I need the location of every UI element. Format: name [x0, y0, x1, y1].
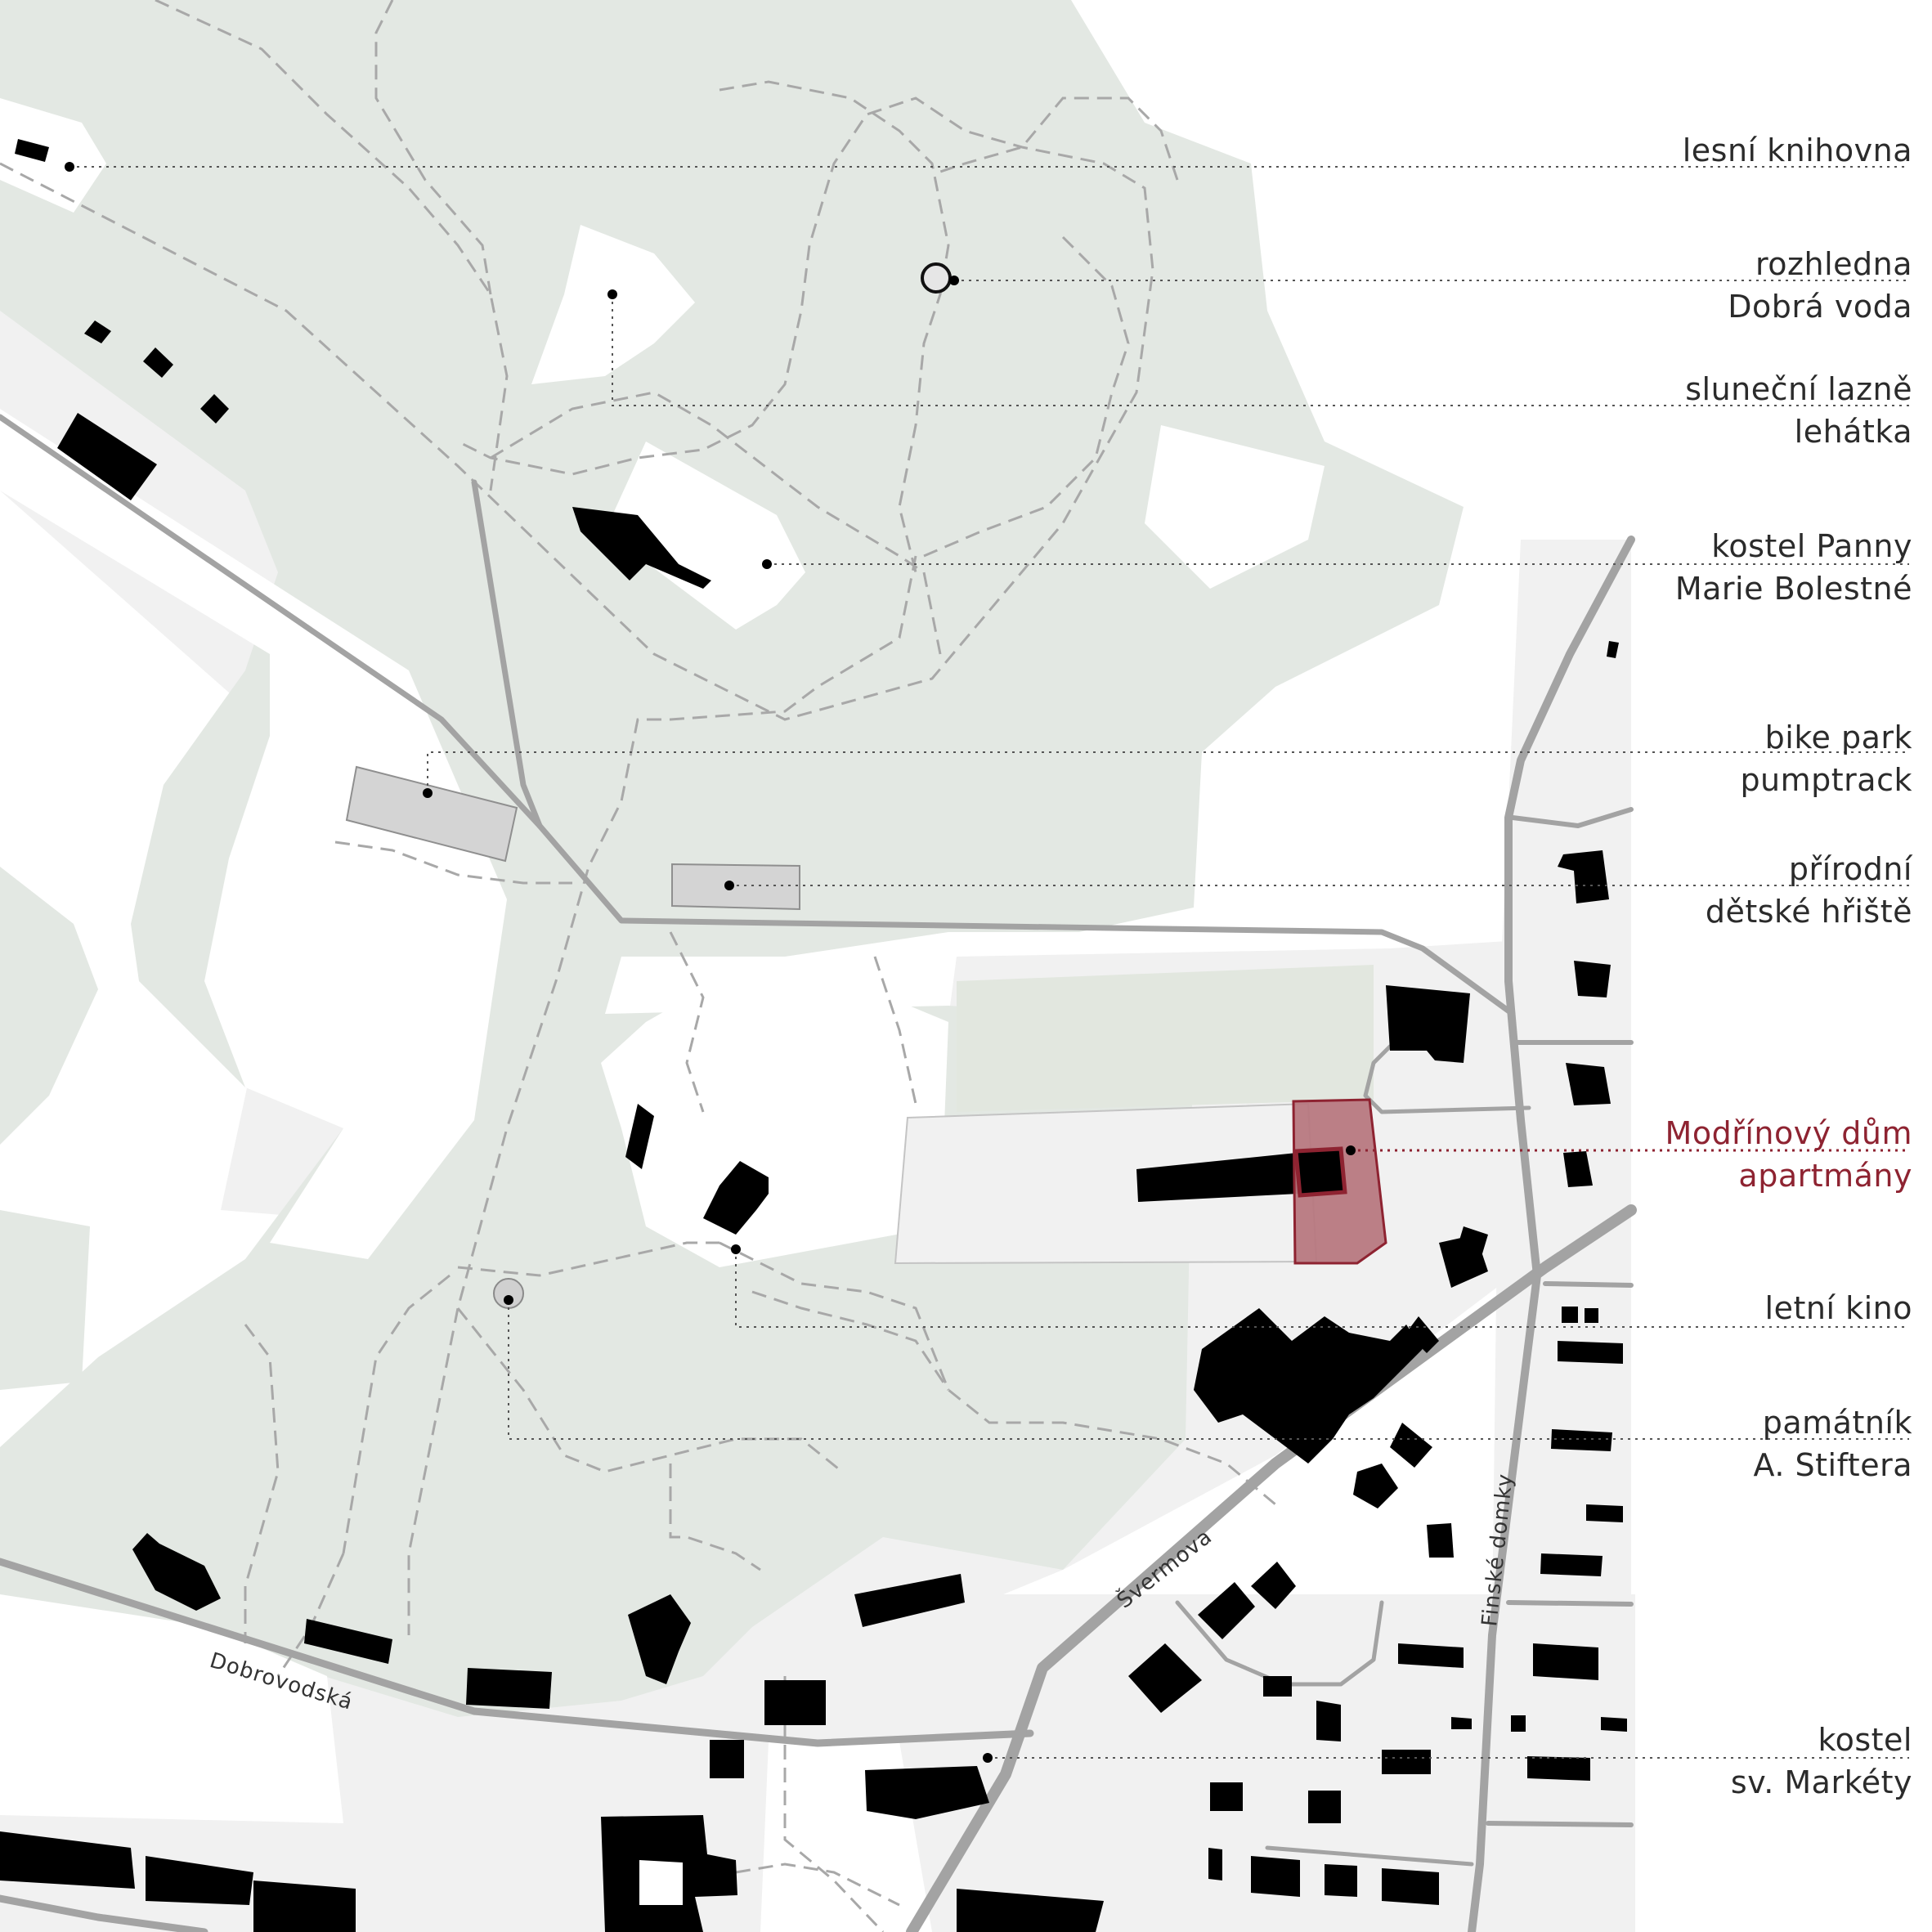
label-pamatnik: památník A. Stiftera	[1754, 1401, 1912, 1486]
label-line: sv. Markéty	[1730, 1764, 1912, 1800]
label-line: letní kino	[1764, 1290, 1912, 1326]
road-east-branch-3	[1543, 1281, 1634, 1288]
label-slunecni-lazne: sluneční lazně lehátka	[1685, 368, 1912, 453]
road-east-branch-5	[1486, 1821, 1634, 1827]
leader-lines	[69, 166, 1909, 1759]
forest-paths	[0, 0, 1276, 1932]
label-line: Modřínový dům	[1665, 1115, 1912, 1151]
label-line: přírodní	[1788, 851, 1912, 887]
road-finske-domky	[1468, 536, 1635, 1932]
label-line: rozhledna	[1755, 246, 1912, 282]
clearing-center	[601, 981, 948, 1267]
label-kostel-panny-marie: kostel Panny Marie Bolestné	[1675, 525, 1912, 610]
clearing-north-1	[0, 98, 106, 213]
road-plot-access	[1363, 1044, 1531, 1114]
playground-area	[671, 863, 800, 911]
road-east-branch-4	[1506, 1600, 1634, 1607]
road-bottom	[1265, 1845, 1474, 1867]
label-kostel-sv-markety: kostel sv. Markéty	[1731, 1719, 1912, 1804]
label-line: sluneční lazně	[1685, 371, 1912, 407]
label-line: A. Stiftera	[1753, 1447, 1912, 1483]
leader-dots	[65, 162, 1356, 1763]
clearing-far-east	[1145, 425, 1325, 589]
label-line: dětské hřiště	[1705, 894, 1912, 930]
label-line: Marie Bolestné	[1674, 571, 1912, 607]
label-line: lesní knihovna	[1682, 132, 1912, 168]
bike-park-area	[345, 765, 518, 863]
forest-west-patch	[0, 867, 98, 1145]
label-line: bike park	[1764, 719, 1912, 755]
label-line: Dobrá voda	[1728, 289, 1912, 325]
road-dobrovodska	[0, 1558, 1034, 1747]
roads	[0, 414, 1637, 1932]
facility-areas	[345, 765, 800, 911]
road-diagonal-north	[0, 414, 1516, 1017]
clearing-north-2	[531, 225, 695, 384]
buildings	[0, 139, 1627, 1932]
label-line: lehátka	[1794, 414, 1912, 450]
road-forest-north-south	[471, 479, 543, 829]
road-loop-south	[1175, 1600, 1384, 1687]
clearings	[0, 98, 1325, 1932]
forest-west-patch-2	[0, 1210, 90, 1390]
label-line: kostel	[1818, 1722, 1912, 1758]
road-east-branch-1	[1510, 807, 1634, 828]
forest-areas	[0, 0, 1464, 1717]
clearing-church	[605, 442, 805, 630]
label-rozhledna: rozhledna Dobrá voda	[1728, 243, 1912, 328]
label-line: pumptrack	[1740, 762, 1912, 798]
clearing-south-west	[0, 1594, 343, 1823]
label-letni-kino: letní kino	[1765, 1287, 1912, 1329]
label-line: památník	[1762, 1405, 1912, 1441]
label-prirodni-hriste: přírodní dětské hřiště	[1706, 848, 1912, 933]
rozhledna-marker	[921, 262, 952, 294]
road-svermova	[906, 1204, 1637, 1932]
clearing-west	[0, 409, 507, 1259]
label-line: kostel Panny	[1711, 528, 1912, 564]
label-bike-park: bike park pumptrack	[1740, 716, 1912, 801]
label-modrinovy-dum: Modřínový dům apartmány	[1665, 1112, 1912, 1197]
courtyard	[639, 1860, 683, 1905]
road-south-west	[0, 1894, 208, 1932]
meadow-plot	[957, 965, 1374, 1112]
modrinovy-dum-building	[1293, 1146, 1347, 1198]
label-line: apartmány	[1738, 1158, 1912, 1194]
label-lesni-knihovna: lesní knihovna	[1683, 129, 1912, 172]
forest-main	[0, 0, 1464, 1717]
